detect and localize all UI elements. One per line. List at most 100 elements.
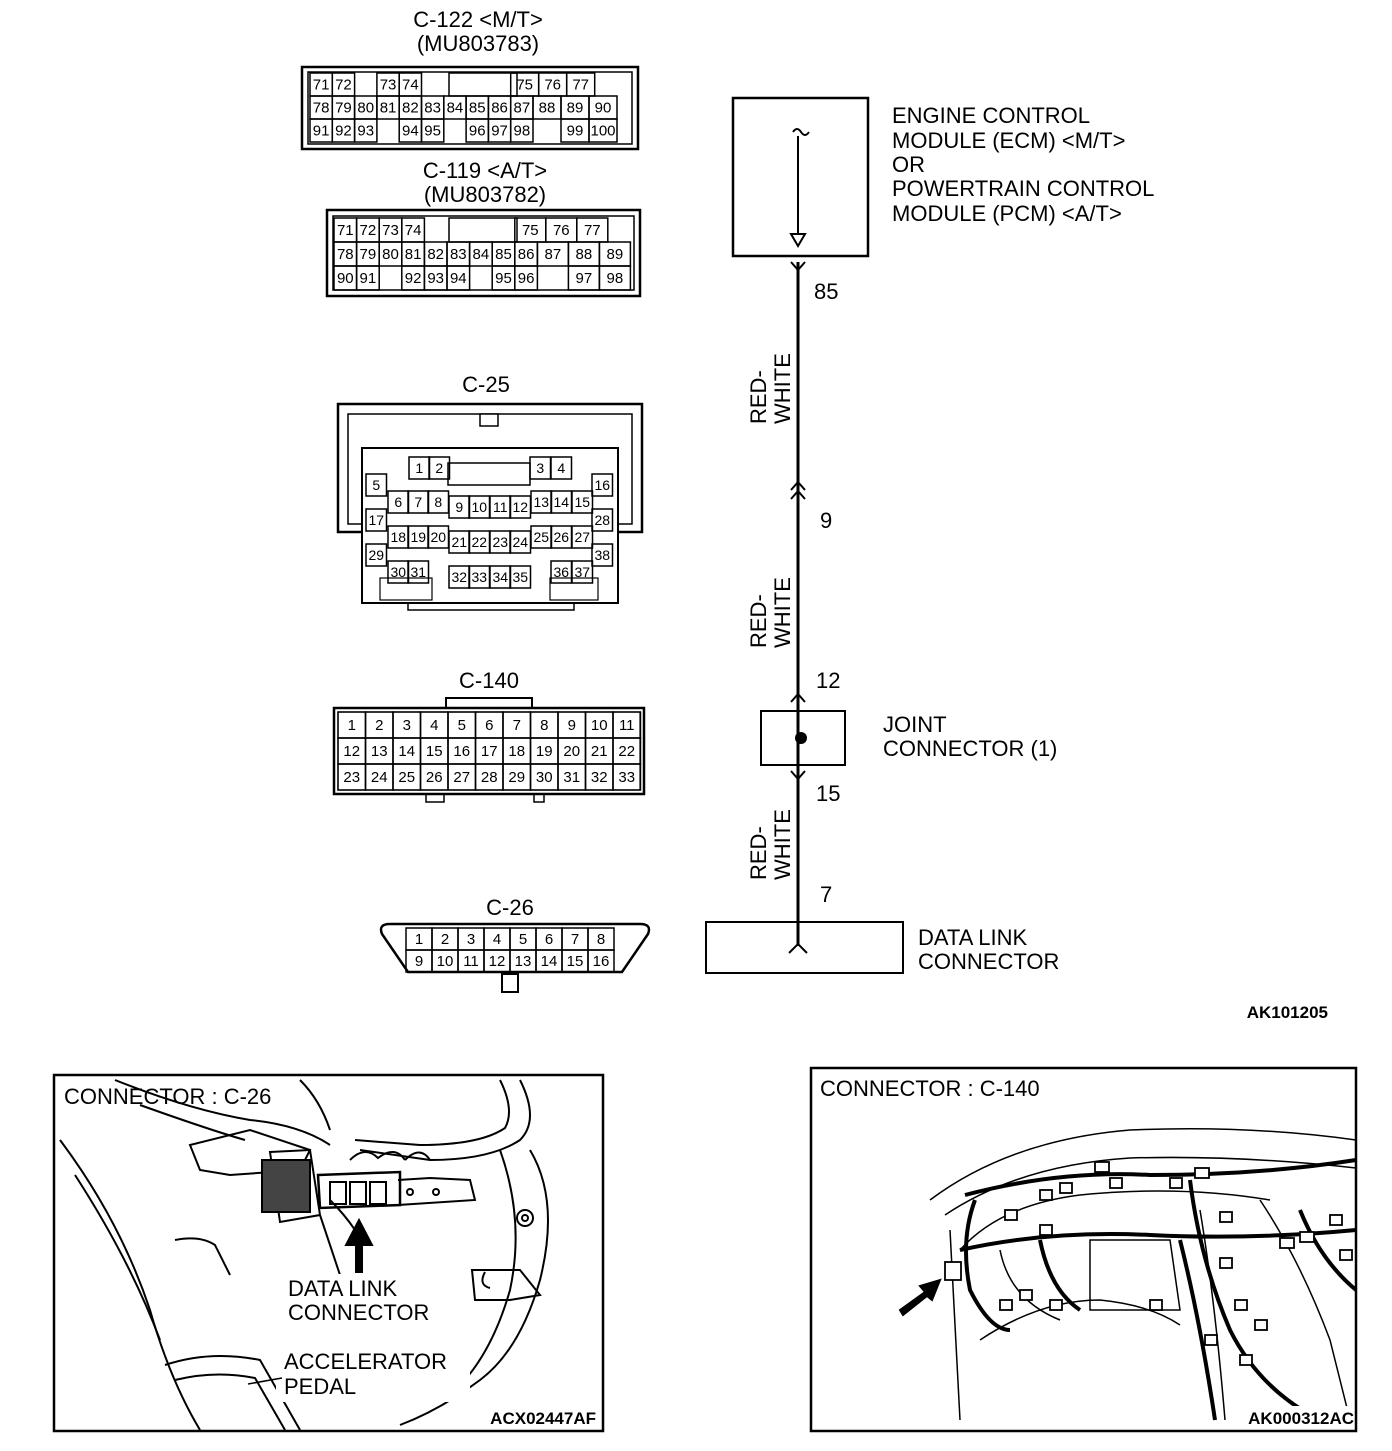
c140-pin-33-cell xyxy=(612,763,642,791)
callout-backdrop-2 xyxy=(276,1348,470,1402)
wire-color-2-top: RED- xyxy=(746,594,771,648)
c122-pin-100-cell xyxy=(588,118,618,143)
location-illustration-right xyxy=(929,1128,1357,1421)
c25-pin-11-label: 11 xyxy=(493,499,508,515)
c140-pin-10-label: 10 xyxy=(591,717,608,734)
c26-pin-4-label: 4 xyxy=(493,931,501,948)
location-left-callout-2-line-2: PEDAL xyxy=(284,1374,356,1399)
c25-pin-27-cell xyxy=(571,525,594,549)
c25-pin-33-label: 33 xyxy=(471,569,487,585)
c119-pin-98-cell xyxy=(598,265,632,291)
c122-pin-71-label: 71 xyxy=(313,77,330,94)
c119-pin-89-label: 89 xyxy=(607,246,624,263)
c122-pin-90-label: 90 xyxy=(595,100,612,117)
c119-pin-72-label: 72 xyxy=(360,222,377,239)
ecm-label-line-4: POWERTRAIN CONTROL xyxy=(892,176,1154,201)
ecm-label-line-3: OR xyxy=(892,152,925,177)
c25-pin-21-label: 21 xyxy=(451,534,467,550)
c26-pin-3-label: 3 xyxy=(467,931,475,948)
c25-pin-34-label: 34 xyxy=(492,569,508,585)
location-arrow-up-icon xyxy=(344,1217,374,1273)
c119-pin-94-label: 94 xyxy=(450,270,467,287)
c25-pin-23-label: 23 xyxy=(492,534,508,550)
pin-9-male-icon xyxy=(790,480,806,491)
c25-pin-29-cell xyxy=(365,543,388,567)
c25-pin-31-label: 31 xyxy=(410,564,426,580)
c25-pin-15-cell xyxy=(571,490,594,514)
c119-pin-87-label: 87 xyxy=(545,246,562,263)
c25-lower-right-cap xyxy=(549,577,599,601)
c140-pin-22-label: 22 xyxy=(618,743,635,760)
c140-pin-30-label: 30 xyxy=(536,769,553,786)
c122-pin-99-label: 99 xyxy=(567,123,584,140)
c122-pin-72-label: 72 xyxy=(335,77,352,94)
c140-pin-28-label: 28 xyxy=(481,769,498,786)
ecm-label-line-1: ENGINE CONTROL xyxy=(892,103,1090,128)
pin-9-label: 9 xyxy=(820,508,832,533)
c26-pin-1-label: 1 xyxy=(415,931,423,948)
location-arrow-diagonal-icon xyxy=(898,1278,942,1317)
c140-pin-2-label: 2 xyxy=(375,717,383,734)
pin-15-label: 15 xyxy=(816,781,840,806)
c119-pin-81-label: 81 xyxy=(405,246,422,263)
location-panel-c26: CONNECTOR : C-26 DATA LINK CONNECTOR ACC… xyxy=(52,1073,605,1433)
c25-bottom-lip xyxy=(407,603,575,611)
c122-part-number: (MU803783) xyxy=(417,31,539,56)
c119-inner xyxy=(332,215,635,291)
c25-pin-38-cell xyxy=(591,543,614,567)
c25-pin-36-label: 36 xyxy=(553,564,569,580)
c26-pin-7-label: 7 xyxy=(571,931,579,948)
c25-pin-38-label: 38 xyxy=(594,547,610,563)
c119-pin-93-label: 93 xyxy=(427,270,444,287)
c122-pin-98-label: 98 xyxy=(514,123,531,140)
c26-pin-12-label: 12 xyxy=(489,953,506,970)
location-right-title: CONNECTOR : C-140 xyxy=(820,1076,1040,1101)
c119-pin-74-label: 74 xyxy=(405,222,422,239)
schematic: ENGINE CONTROL MODULE (ECM) <M/T> OR POW… xyxy=(705,96,1154,974)
c122-pin-75-label: 75 xyxy=(516,77,533,94)
location-left-title: CONNECTOR : C-26 xyxy=(64,1084,271,1109)
c25-pin-17-label: 17 xyxy=(368,512,384,528)
c25-pin-37-label: 37 xyxy=(574,564,590,580)
c140-pin-6-label: 6 xyxy=(485,717,493,734)
c119-pin-88-label: 88 xyxy=(576,246,593,263)
c140-housing xyxy=(332,706,646,796)
c122-pin-88-label: 88 xyxy=(539,100,556,117)
c25-pin-16-label: 16 xyxy=(594,477,610,493)
c122-pin-84-label: 84 xyxy=(447,100,464,117)
c122-pin-80-label: 80 xyxy=(357,100,374,117)
c122-pin-82-label: 82 xyxy=(402,100,419,117)
pin-7-label: 7 xyxy=(820,882,832,907)
c122-pin-91-label: 91 xyxy=(313,123,330,140)
c140-title: C-140 xyxy=(459,668,519,693)
location-left-callout-2-line-1: ACCELERATOR xyxy=(284,1349,447,1374)
c119-pin-95-label: 95 xyxy=(495,270,512,287)
figure-code: AK101205 xyxy=(1247,1003,1328,1022)
c25-pin-15-label: 15 xyxy=(574,494,590,510)
c140-pin-25-label: 25 xyxy=(398,769,415,786)
c119-part-number: (MU803782) xyxy=(424,182,546,207)
c26-pin-13-label: 13 xyxy=(515,953,532,970)
c119-pin-78-label: 78 xyxy=(337,246,354,263)
ecm-label-line-5: MODULE (PCM) <A/T> xyxy=(892,201,1122,226)
pin-12-terminal-icon xyxy=(790,692,806,703)
c140-pin-17-label: 17 xyxy=(481,743,498,760)
c25-pin-19-label: 19 xyxy=(410,529,426,545)
c140-pin-7-label: 7 xyxy=(513,717,521,734)
c140-pin-26-label: 26 xyxy=(426,769,443,786)
location-right-code: AK000312AC xyxy=(1248,1409,1354,1428)
c122-pin-95-cell xyxy=(420,118,445,143)
c119-title: C-119 <A/T> xyxy=(423,158,547,183)
c25-pin-35-label: 35 xyxy=(512,569,528,585)
c140-bottom-tab-left xyxy=(425,794,445,803)
c122-pin-97-label: 97 xyxy=(491,123,508,140)
wiring-harness-illustration xyxy=(959,1158,1358,1422)
c25-pin-30-label: 30 xyxy=(390,564,406,580)
c25-pin-20-label: 20 xyxy=(430,529,446,545)
location-illustration-left xyxy=(59,1079,549,1431)
c119-pin-75-label: 75 xyxy=(522,222,539,239)
